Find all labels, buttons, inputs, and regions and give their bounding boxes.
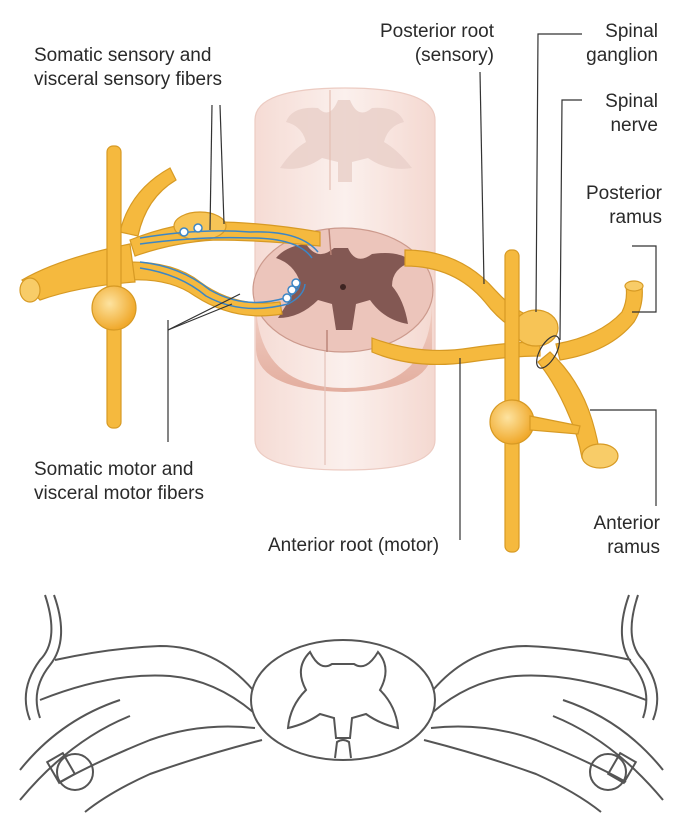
label-anterior-ramus: Anterior ramus [593,513,660,558]
left-nerve [19,145,321,429]
nerve-fibers [139,223,319,310]
spinal-cord [252,87,436,471]
label-spinal-ganglion: Spinal ganglion [586,21,658,66]
leader-lines [167,33,657,540]
label-spinal-nerve: Spinal nerve [605,91,658,136]
cross-section-schematic [19,594,664,813]
label-posterior-ramus: Posterior ramus [585,183,662,228]
label-anterior-root: Anterior root (motor) [268,535,440,556]
right-nerve [371,249,644,553]
top-gray-matter [280,100,412,182]
schematic-gray-matter [286,650,400,739]
schematic-cord [250,639,436,761]
label-somatic-motor: Somatic motor and visceral motor fibers [34,459,204,504]
label-somatic-sensory: Somatic sensory and visceral sensory fib… [34,45,222,90]
label-posterior-root: Posterior root (sensory) [379,21,494,66]
